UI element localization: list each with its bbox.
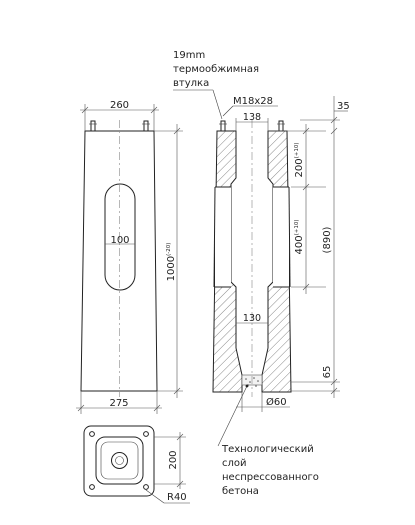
plan-recess-inner [100, 441, 139, 480]
dim-65-label: 65 [322, 366, 333, 379]
front-view: 260 100 275 1000(-20) [76, 100, 183, 414]
plan-view: 200 R40 [83, 425, 190, 504]
dim-890-label: (890) [322, 226, 333, 253]
callout-sleeve-line-3: втулка [173, 78, 209, 89]
front-view-studs [89, 120, 150, 132]
front-view-slot [104, 183, 136, 291]
plan-recess [95, 436, 144, 485]
dim-top-bore: 138 [235, 112, 269, 131]
callout-concrete-line-4: бетона [222, 486, 259, 497]
thread-callout: M18x28 [222, 96, 278, 117]
dim-slot-width-label: 100 [110, 235, 129, 246]
callout-sleeve-line-1: 19mm [173, 50, 205, 61]
section-view: M18x28 138 130 Ø60 [212, 96, 350, 412]
plan-stud-holes [89, 431, 149, 490]
callout-sleeve-line-2: термообжимная [173, 64, 259, 75]
dim-35-label: 35 [337, 101, 350, 112]
dim-chain-inner: 200(+10) 400(+10) [268, 124, 326, 294]
svg-text:200(+10): 200(+10) [294, 143, 305, 178]
dim-bottom-hole-label: Ø60 [266, 396, 287, 408]
dim-height-label: 1000 [166, 256, 177, 281]
radius-callout: R40 [145, 489, 190, 504]
thread-label: M18x28 [233, 96, 273, 107]
callout-concrete-line-3: неспрессованного [222, 472, 319, 483]
svg-text:1000(-20): 1000(-20) [166, 243, 177, 282]
callout-concrete-line-1: Технологический [221, 444, 314, 455]
dim-400-tolerance: (+10) [294, 220, 300, 236]
svg-text:400(+10): 400(+10) [294, 220, 305, 255]
dim-width-top: 260 [80, 100, 159, 131]
dim-height-tolerance: (-20) [166, 243, 172, 256]
dim-top-bore-label: 138 [243, 112, 261, 123]
dim-height: 1000(-20) [154, 124, 183, 398]
plan-bore [111, 452, 128, 469]
plan-outline [83, 425, 155, 497]
dim-200-tolerance: (+10) [294, 143, 300, 159]
front-view-outline [80, 130, 158, 392]
dim-plan-height: 200 [154, 432, 186, 489]
dim-width-bottom-label: 275 [109, 398, 128, 409]
dim-slot-width: 100 [105, 235, 135, 246]
radius-label: R40 [167, 492, 187, 503]
callout-concrete-line-2: слой [222, 458, 247, 469]
callout-concrete-layer: Технологический слой неспрессованного бе… [217, 384, 319, 497]
dim-chain-outer: 35 (890) 65 [291, 96, 350, 398]
callout-sleeve: 19mm термообжимная втулка [173, 50, 259, 120]
dim-plan-height-label: 200 [168, 450, 179, 469]
dim-200-label: 200 [294, 158, 305, 177]
dim-width-top-label: 260 [110, 100, 129, 111]
dim-bottom-hole: Ø60 [236, 392, 290, 412]
dim-width-bottom: 275 [76, 391, 162, 414]
dim-mid-bore: 130 [236, 313, 268, 324]
dim-mid-bore-label: 130 [243, 313, 261, 324]
dim-400-label: 400 [294, 235, 305, 254]
